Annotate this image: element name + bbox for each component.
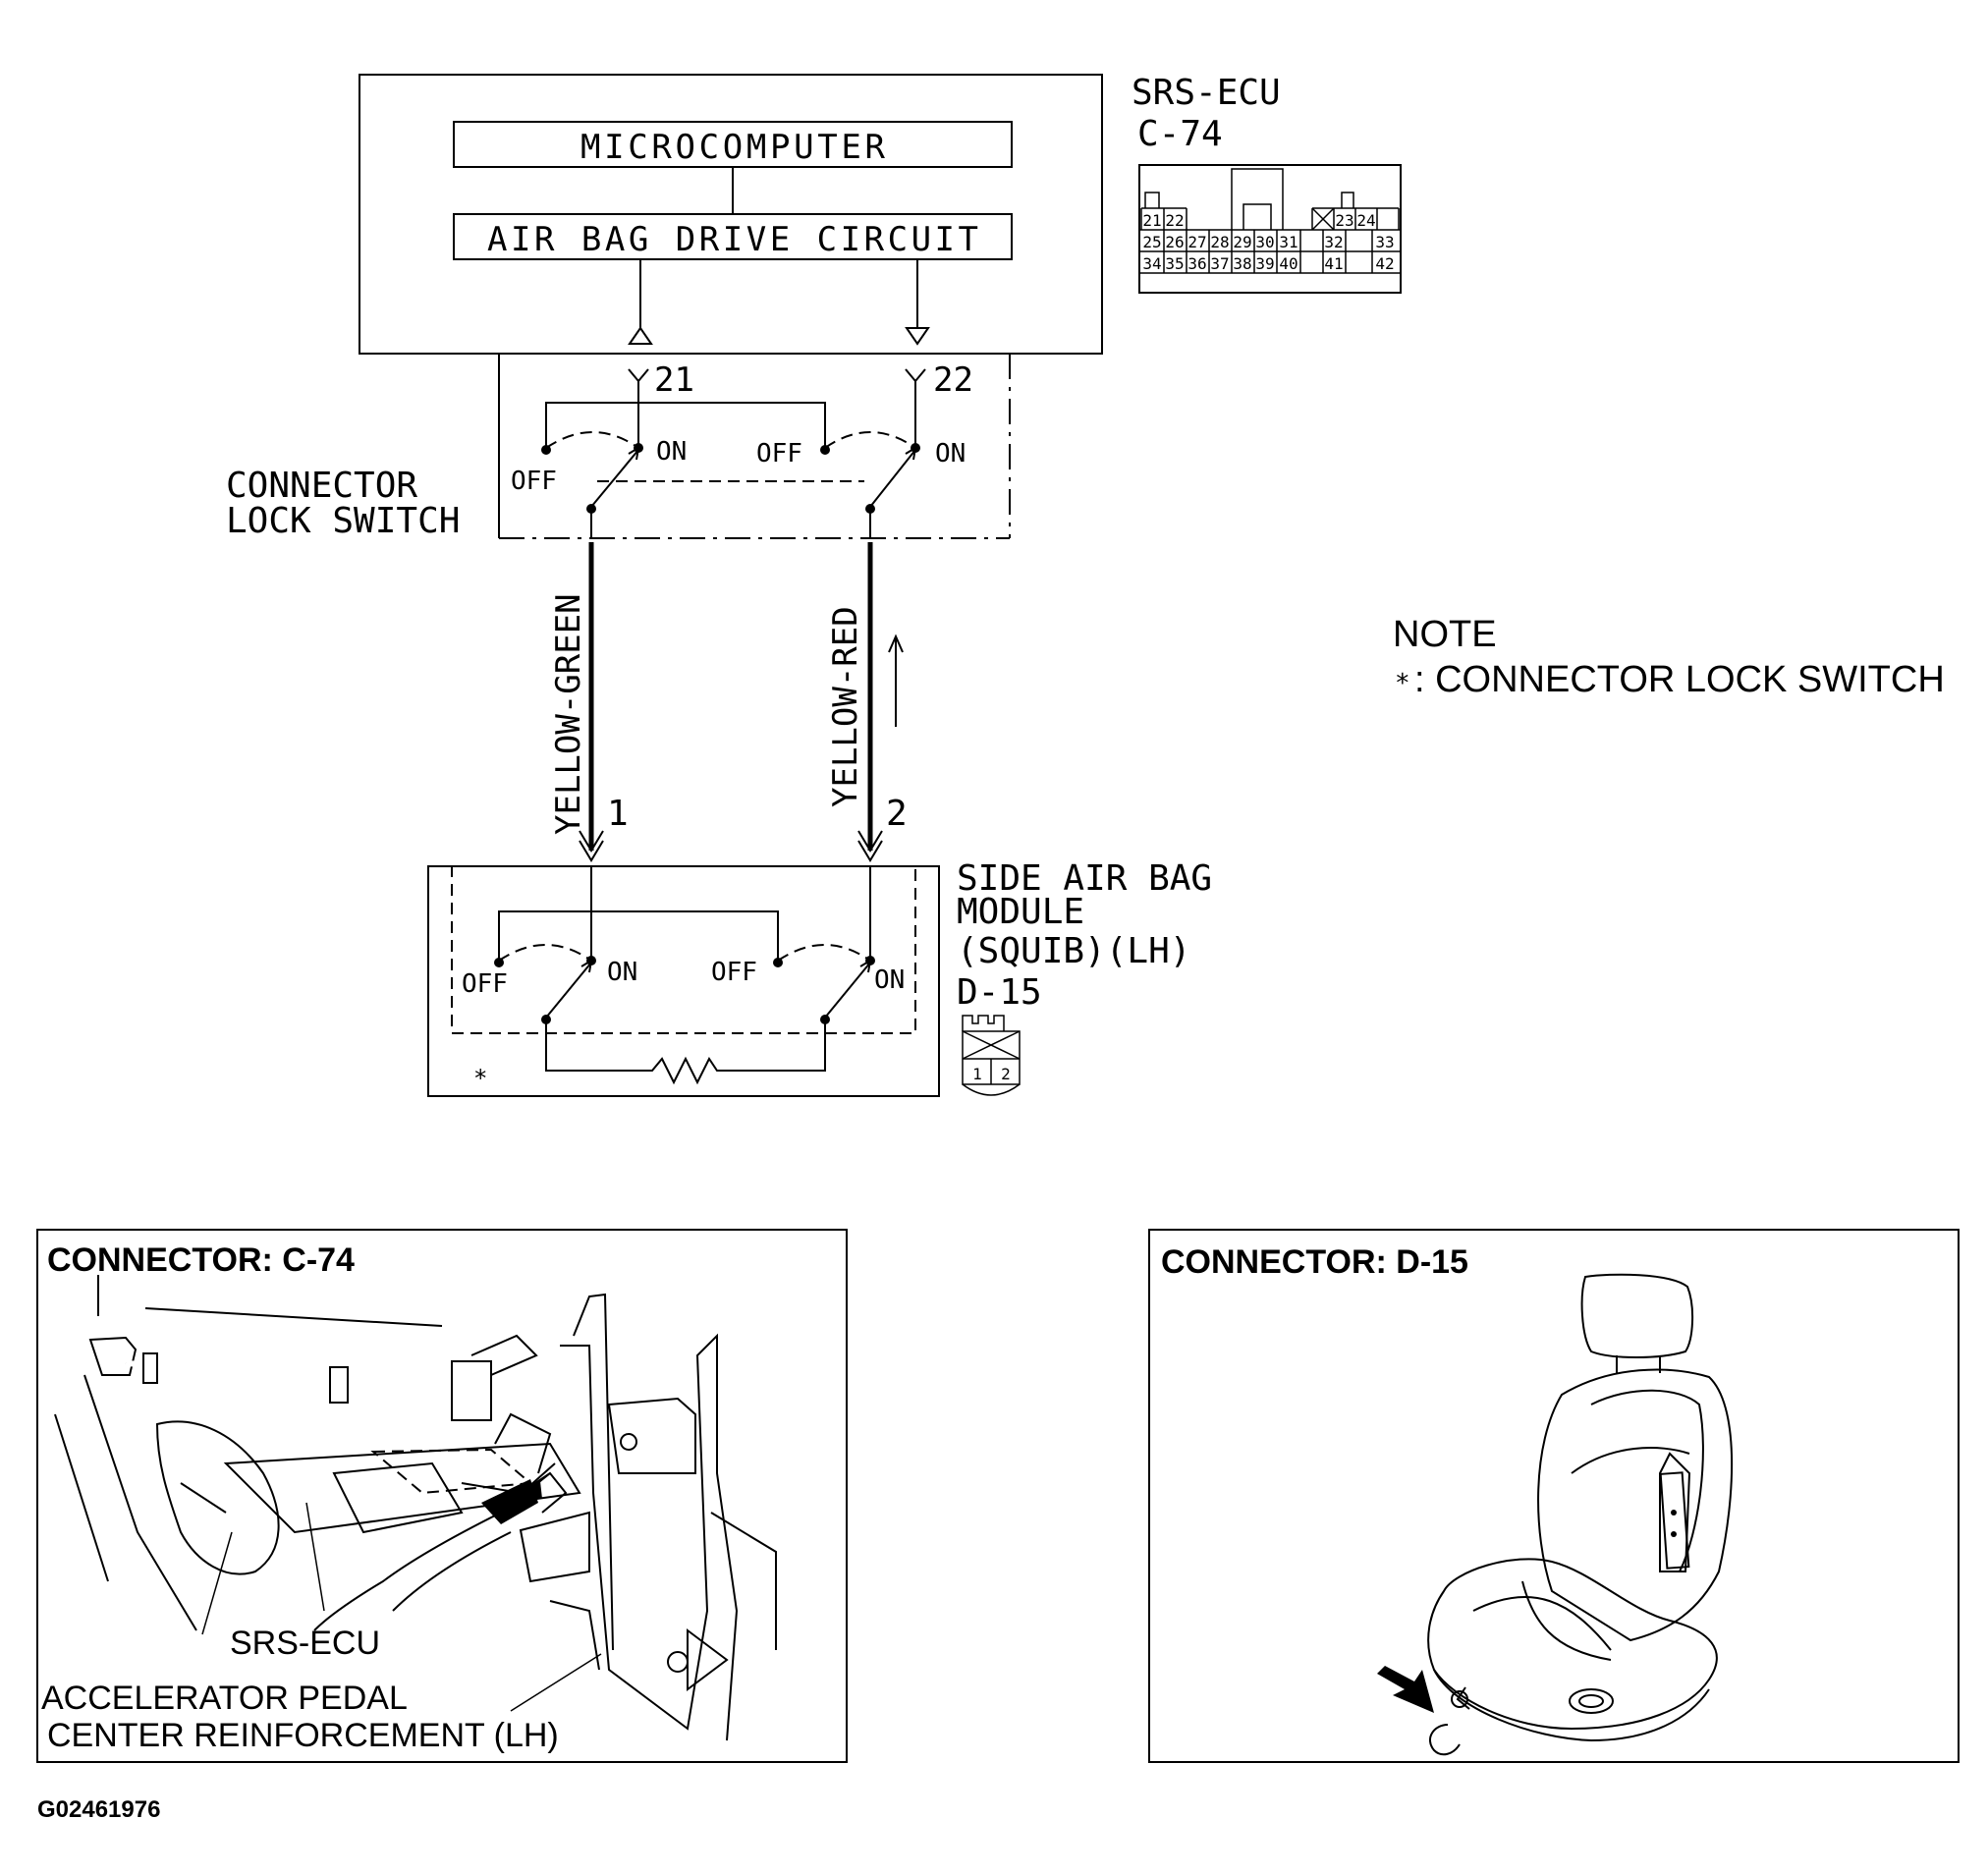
lock-off-label-left: OFF (511, 467, 557, 496)
svg-text:33: 33 (1375, 233, 1394, 251)
panel-c74-center-reinforcement-label: CENTER REINFORCEMENT (LH) (47, 1717, 559, 1754)
svg-text:37: 37 (1210, 254, 1229, 273)
output-arrow-down-icon (905, 327, 930, 346)
panel-c74-title: CONNECTOR: C-74 (47, 1241, 355, 1279)
srs-ecu-title: SRS-ECU (1132, 73, 1281, 113)
yellow-red-label: YELLOW-RED (826, 606, 865, 807)
panel-d15-title: CONNECTOR: D-15 (1161, 1243, 1468, 1281)
note-asterisk: * (1395, 669, 1410, 698)
terminal-22-label: 22 (933, 360, 973, 400)
svg-text:22: 22 (1165, 211, 1184, 230)
c74-connector-label: C-74 (1137, 114, 1223, 154)
svg-text:27: 27 (1187, 233, 1206, 251)
note-text: : CONNECTOR LOCK SWITCH (1414, 659, 1945, 700)
note-title: NOTE (1393, 614, 1497, 655)
lock-on-label-right: ON (935, 439, 966, 468)
module-name-line3: (SQUIB)(LH) (957, 931, 1190, 971)
panel-d15: CONNECTOR: D-15 (1148, 1229, 1960, 1763)
svg-text:36: 36 (1187, 254, 1206, 273)
module-off-label-right: OFF (711, 958, 757, 987)
pin-2-label: 2 (886, 794, 908, 834)
terminal-21-label: 21 (654, 360, 694, 400)
svg-text:30: 30 (1255, 233, 1274, 251)
svg-text:2: 2 (1001, 1065, 1011, 1083)
lock-switch-asterisk: * (473, 1065, 487, 1092)
side-air-bag-module: OFF ON OFF ON * (427, 865, 940, 1097)
srs-ecu-box (359, 74, 1103, 355)
module-off-label-left: OFF (462, 969, 508, 999)
air-bag-drive-circuit-label: AIR BAG DRIVE CIRCUIT (487, 220, 978, 259)
svg-text:23: 23 (1335, 211, 1353, 230)
svg-text:24: 24 (1356, 211, 1375, 230)
svg-text:21: 21 (1142, 211, 1161, 230)
svg-text:39: 39 (1255, 254, 1274, 273)
svg-text:32: 32 (1324, 233, 1343, 251)
svg-text:31: 31 (1279, 233, 1298, 251)
module-name-line1: SIDE AIR BAG (957, 858, 1212, 899)
svg-text:38: 38 (1233, 254, 1251, 273)
svg-text:28: 28 (1210, 233, 1229, 251)
seat-illustration (1377, 1273, 1734, 1756)
figure-id: G02461976 (37, 1796, 160, 1823)
connector-lock-switch-label: CONNECTOR (226, 466, 417, 506)
svg-text:25: 25 (1142, 233, 1161, 251)
connector-lock-switch-label-2: LOCK SWITCH (226, 501, 460, 541)
module-name-line2: MODULE (957, 892, 1084, 932)
output-arrow-up-icon (628, 326, 653, 345)
lock-on-label-left: ON (656, 437, 687, 467)
svg-text:26: 26 (1165, 233, 1184, 251)
pin-1-label: 1 (607, 794, 629, 834)
panel-c74-srs-ecu-label: SRS-ECU (230, 1625, 380, 1662)
svg-text:29: 29 (1233, 233, 1251, 251)
module-on-label-left: ON (607, 958, 637, 987)
squib-resistor (545, 1020, 826, 1085)
panel-c74: CONNECTOR: C-74 (36, 1229, 848, 1763)
air-bag-drive-circuit-box (453, 213, 1013, 260)
lock-off-label-right: OFF (756, 439, 802, 468)
c74-location-illustration (54, 1275, 777, 1741)
svg-text:42: 42 (1375, 254, 1394, 273)
microcomputer-label: MICROCOMPUTER (580, 128, 886, 167)
d15-connector-face: 1 2 (962, 1015, 1021, 1096)
current-direction-arrow-icon (888, 634, 904, 653)
svg-text:35: 35 (1165, 254, 1184, 273)
svg-text:40: 40 (1279, 254, 1298, 273)
svg-text:1: 1 (972, 1065, 982, 1083)
d15-connector-label: D-15 (957, 972, 1042, 1013)
c74-connector-face: 21 22 23 24 25 26 27 28 29 30 31 32 33 3… (1138, 164, 1402, 294)
yellow-green-label: YELLOW-GREEN (549, 593, 588, 835)
connector-lock-switch: 21 22 OFF ON OFF ON (498, 354, 1011, 539)
panel-c74-accelerator-pedal-label: ACCELERATOR PEDAL (41, 1680, 408, 1717)
module-on-label-right: ON (874, 965, 905, 995)
svg-text:34: 34 (1142, 254, 1161, 273)
svg-text:41: 41 (1324, 254, 1343, 273)
